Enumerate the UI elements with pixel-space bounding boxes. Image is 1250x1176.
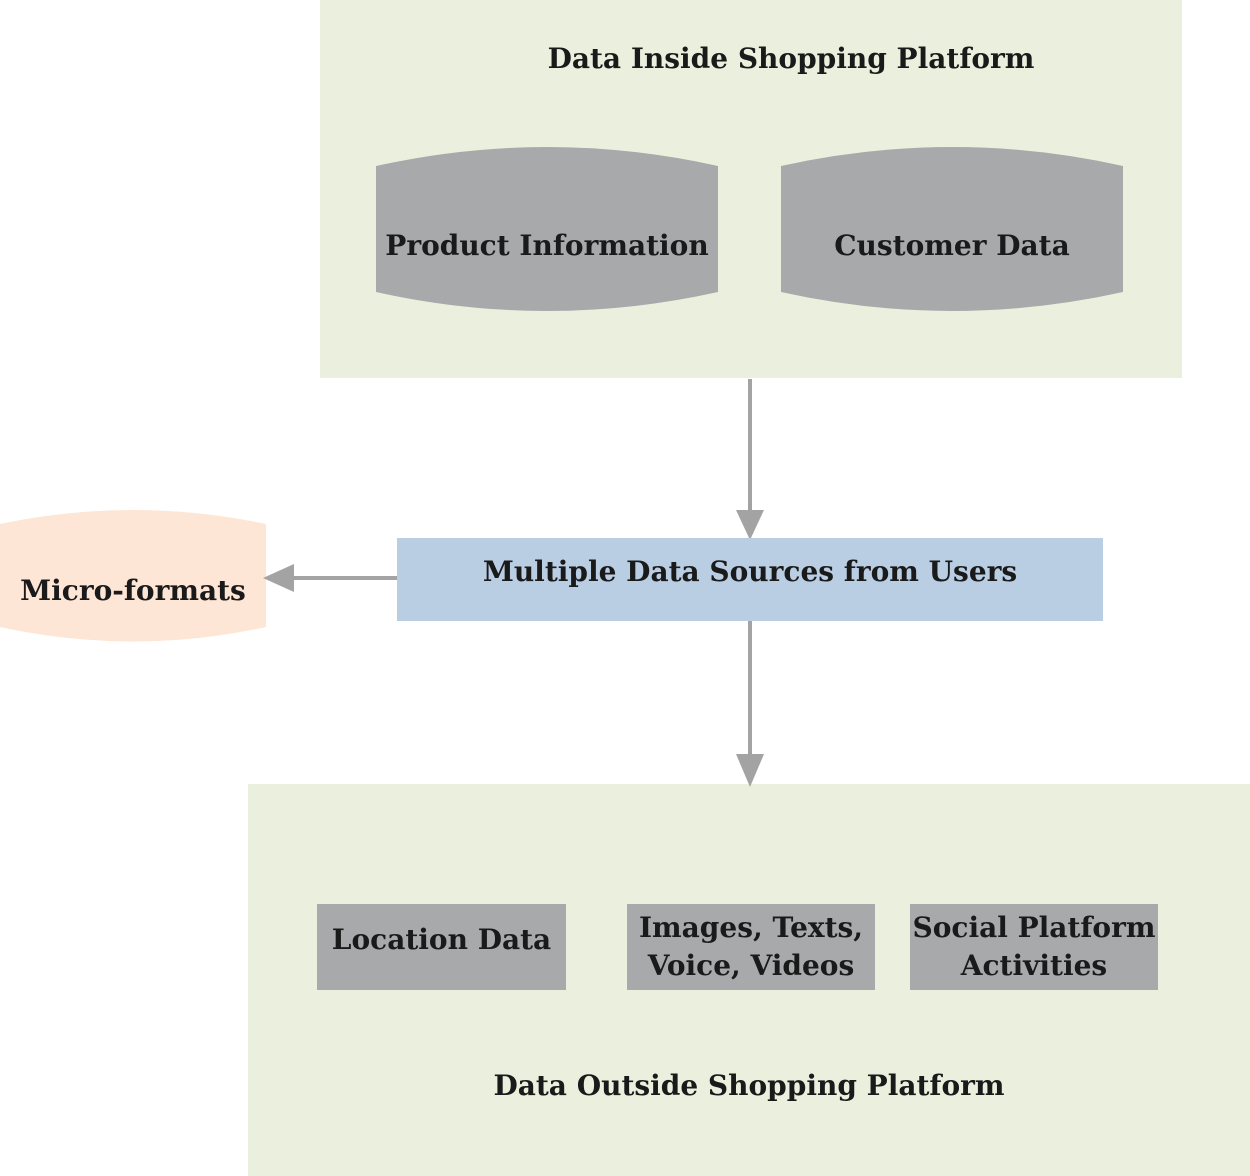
customer-data-store (781, 147, 1123, 311)
arrow-hub-to-micro-formats (263, 564, 397, 592)
product-information-store (376, 147, 718, 311)
social-platform-label-line-1: Social Platform (912, 911, 1156, 944)
customer-data-label: Customer Data (834, 229, 1070, 262)
media-data-label-line-2: Voice, Videos (647, 949, 855, 982)
multiple-data-sources-label: Multiple Data Sources from Users (482, 555, 1018, 588)
multiple-data-sources-box: Multiple Data Sources from Users (397, 538, 1103, 621)
social-platform-box: Social Platform Activities (910, 904, 1158, 990)
inside-platform-title: Data Inside Shopping Platform (547, 42, 1035, 75)
media-data-box: Images, Texts, Voice, Videos (627, 904, 875, 990)
media-data-label-line-1: Images, Texts, (638, 911, 864, 944)
micro-formats-label: Micro-formats (20, 574, 246, 607)
product-information-label: Product Information (385, 229, 709, 262)
location-data-box: Location Data (317, 904, 566, 990)
outside-platform-title: Data Outside Shopping Platform (493, 1069, 1005, 1102)
micro-formats-store (0, 510, 266, 642)
arrow-hub-to-outside (736, 621, 764, 787)
arrow-inside-to-hub (736, 379, 764, 540)
social-platform-label-line-2: Activities (960, 949, 1108, 982)
location-data-label: Location Data (331, 923, 552, 956)
